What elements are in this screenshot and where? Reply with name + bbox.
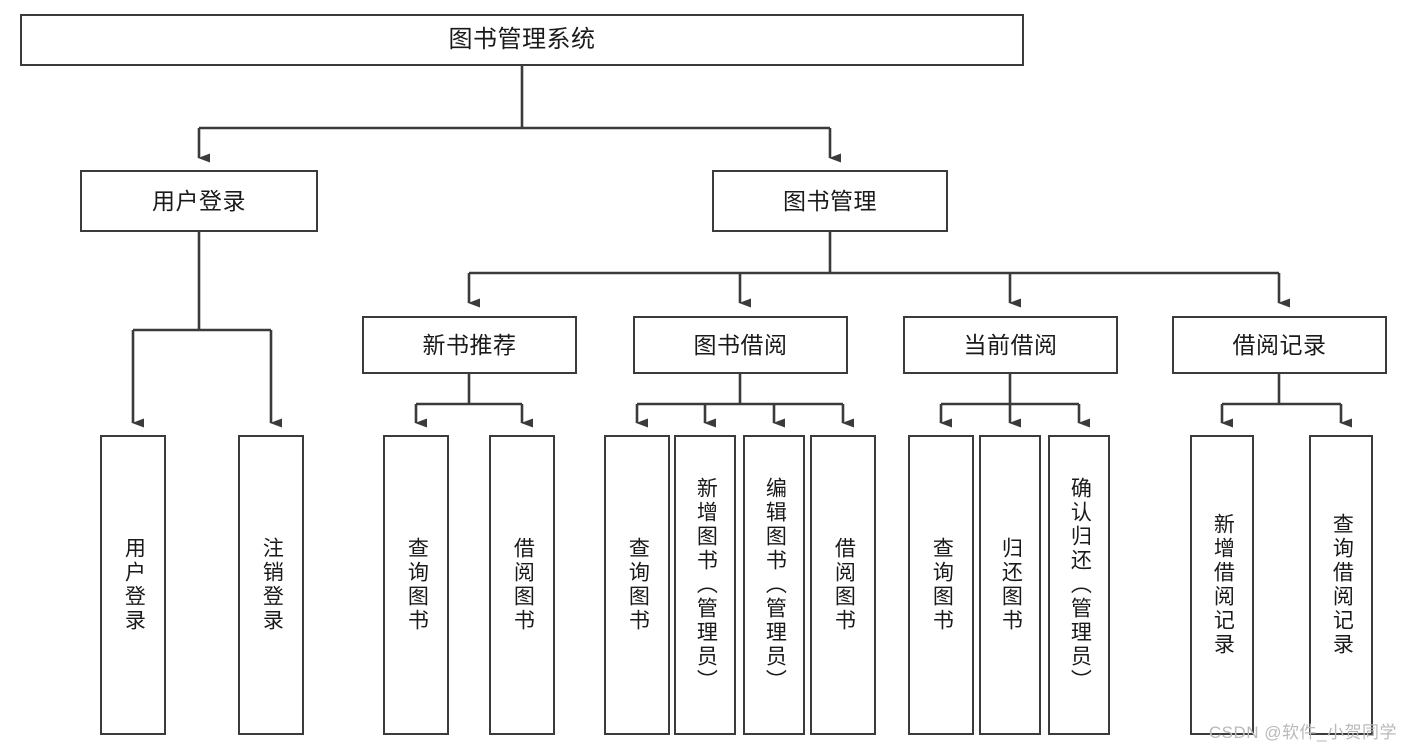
node-label: 归还图书 — [999, 537, 1023, 633]
node-leaf-borrow-book-2[interactable]: 借阅图书 — [810, 435, 876, 735]
node-label: 借阅记录 — [1232, 331, 1327, 358]
node-leaf-query-book-3[interactable]: 查询图书 — [908, 435, 974, 735]
node-leaf-query-record[interactable]: 查询借阅记录 — [1309, 435, 1373, 735]
node-label: 查询图书 — [405, 537, 429, 633]
node-user-login[interactable]: 用户登录 — [80, 170, 318, 232]
node-borrow-record[interactable]: 借阅记录 — [1172, 316, 1387, 374]
node-label: 查询图书 — [626, 537, 650, 633]
node-label: 图书管理 — [783, 187, 877, 214]
node-label: 编辑图书（管理员） — [763, 477, 787, 693]
node-label: 用户登录 — [152, 187, 246, 214]
node-label: 新书推荐 — [422, 331, 517, 358]
watermark-text: CSDN @软件_小贺同学 — [1208, 723, 1397, 742]
node-current-borrow[interactable]: 当前借阅 — [903, 316, 1118, 374]
node-label: 新增借阅记录 — [1211, 513, 1235, 657]
node-label: 查询图书 — [930, 537, 954, 633]
node-book-manage[interactable]: 图书管理 — [712, 170, 948, 232]
node-leaf-user-logout[interactable]: 注销登录 — [238, 435, 304, 735]
node-label: 查询借阅记录 — [1330, 513, 1354, 657]
node-leaf-borrow-book-1[interactable]: 借阅图书 — [489, 435, 555, 735]
node-leaf-query-book-1[interactable]: 查询图书 — [383, 435, 449, 735]
node-label: 用户登录 — [122, 537, 146, 633]
node-leaf-add-book-admin[interactable]: 新增图书（管理员） — [674, 435, 736, 735]
node-leaf-user-login[interactable]: 用户登录 — [100, 435, 166, 735]
node-root-system[interactable]: 图书管理系统 — [20, 14, 1024, 66]
node-label: 借阅图书 — [511, 537, 535, 633]
node-new-book-recommend[interactable]: 新书推荐 — [362, 316, 577, 374]
node-leaf-query-book-2[interactable]: 查询图书 — [604, 435, 670, 735]
node-leaf-confirm-return-admin[interactable]: 确认归还（管理员） — [1048, 435, 1110, 735]
node-label: 借阅图书 — [832, 537, 856, 633]
node-book-borrow[interactable]: 图书借阅 — [633, 316, 848, 374]
node-label: 图书借阅 — [693, 331, 788, 358]
node-leaf-return-book[interactable]: 归还图书 — [979, 435, 1041, 735]
node-label: 图书管理系统 — [448, 26, 596, 54]
node-label: 确认归还（管理员） — [1068, 477, 1092, 693]
node-leaf-add-record[interactable]: 新增借阅记录 — [1190, 435, 1254, 735]
node-label: 注销登录 — [260, 537, 284, 633]
node-label: 新增图书（管理员） — [694, 477, 718, 693]
node-label: 当前借阅 — [963, 331, 1058, 358]
node-leaf-edit-book-admin[interactable]: 编辑图书（管理员） — [743, 435, 805, 735]
